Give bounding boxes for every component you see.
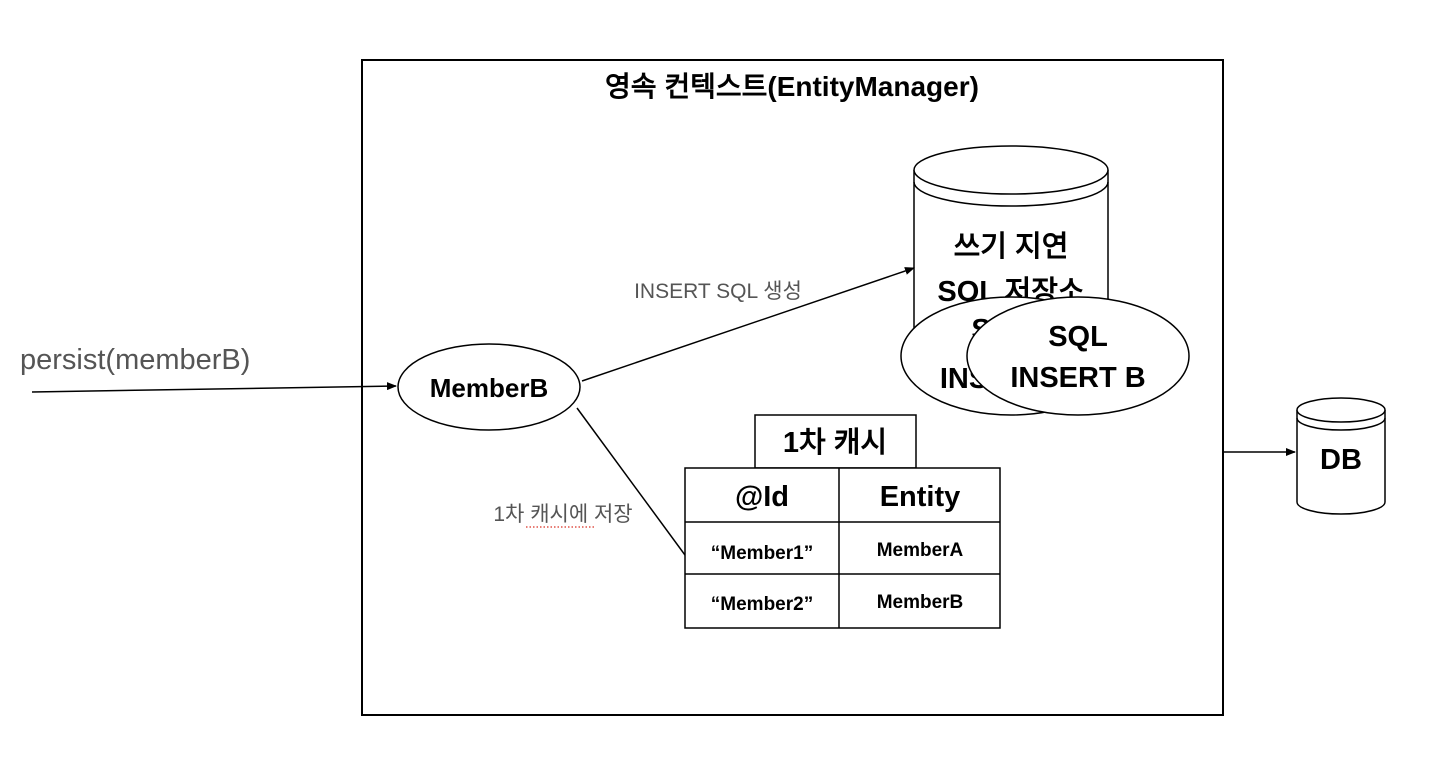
insert-sql-arrow [581, 267, 915, 382]
persistence-context-title: 영속 컨텍스트(EntityManager) [605, 71, 979, 102]
db-label: DB [1320, 444, 1362, 476]
cache-save-arrow-label: 1차 캐시에 저장 [493, 503, 632, 526]
cache-row-1-entity: MemberA [877, 540, 964, 561]
cache-table-frame [684, 467, 1001, 629]
sql-item-front-ellipse [966, 296, 1190, 416]
sql-store-label-line1: 쓰기 지연 [954, 230, 1069, 263]
persist-call-label: persist(memberB) [20, 344, 250, 376]
cache-row-2-entity: MemberB [877, 592, 964, 613]
cache-row-2-id: “Member2” [711, 594, 813, 615]
sql-item-front-label-line2: INSERT B [1010, 362, 1145, 394]
sql-item-front-label-line1: SQL [1048, 321, 1108, 353]
cache-header-id: @Id [735, 481, 789, 513]
cache-row-1-id: “Member1” [711, 543, 813, 564]
cache-title: 1차 캐시 [783, 426, 887, 459]
entity-node-ellipse [397, 343, 581, 431]
db-cylinder [1296, 397, 1386, 515]
cache-title-box [754, 414, 917, 469]
persist-arrow [31, 382, 397, 393]
insert-sql-arrow-label: INSERT SQL 생성 [634, 280, 802, 303]
cache-header-entity: Entity [880, 481, 961, 513]
first-level-cache: 1차 캐시 @Id Entity “Member1” MemberA “Memb… [684, 414, 1001, 629]
entity-node-label: MemberB [430, 373, 548, 403]
